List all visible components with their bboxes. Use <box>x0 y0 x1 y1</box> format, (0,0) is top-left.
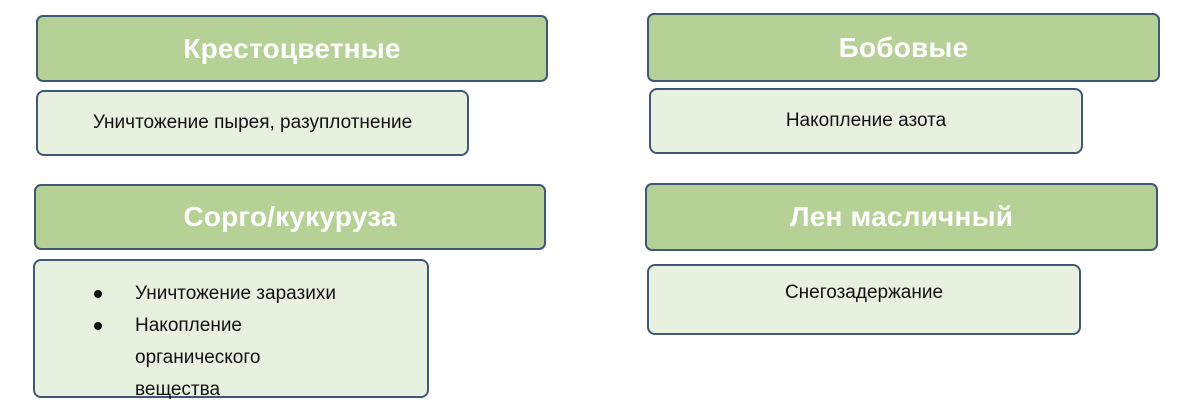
sorghum-corn-title: Сорго/кукуруза <box>183 201 397 232</box>
legumes-effect-box: Накопление азота <box>649 88 1083 154</box>
sorghum-corn-effect-list: Уничтожение заразихи Накопление органиче… <box>35 278 427 406</box>
cruciferous-effect-text: Уничтожение пырея, разуплотнение <box>92 112 413 133</box>
oil-flax-header: Лен масличный <box>645 183 1158 251</box>
cruciferous-header: Крестоцветные <box>36 15 548 82</box>
list-item: Накопление органического вещества <box>35 310 335 406</box>
oil-flax-effect-box: Снегозадержание <box>647 264 1081 335</box>
list-item: Уничтожение заразихи <box>35 278 427 310</box>
oil-flax-effect-text: Снегозадержание <box>784 282 944 303</box>
bullet-icon <box>94 290 102 298</box>
cruciferous-effect-box: Уничтожение пырея, разуплотнение <box>36 90 469 156</box>
bullet-icon <box>94 322 102 330</box>
legumes-title: Бобовые <box>838 31 969 63</box>
legumes-effect-text: Накопление азота <box>785 110 947 131</box>
legumes-header: Бобовые <box>647 13 1160 82</box>
cruciferous-title: Крестоцветные <box>183 32 401 64</box>
list-item-text: Уничтожение заразихи <box>135 283 336 304</box>
list-item-text: Накопление органического вещества <box>135 315 261 400</box>
sorghum-corn-header: Сорго/кукуруза <box>34 184 546 250</box>
sorghum-corn-effect-box: Уничтожение заразихи Накопление органиче… <box>33 259 429 400</box>
oil-flax-title: Лен масличный <box>789 201 1014 232</box>
